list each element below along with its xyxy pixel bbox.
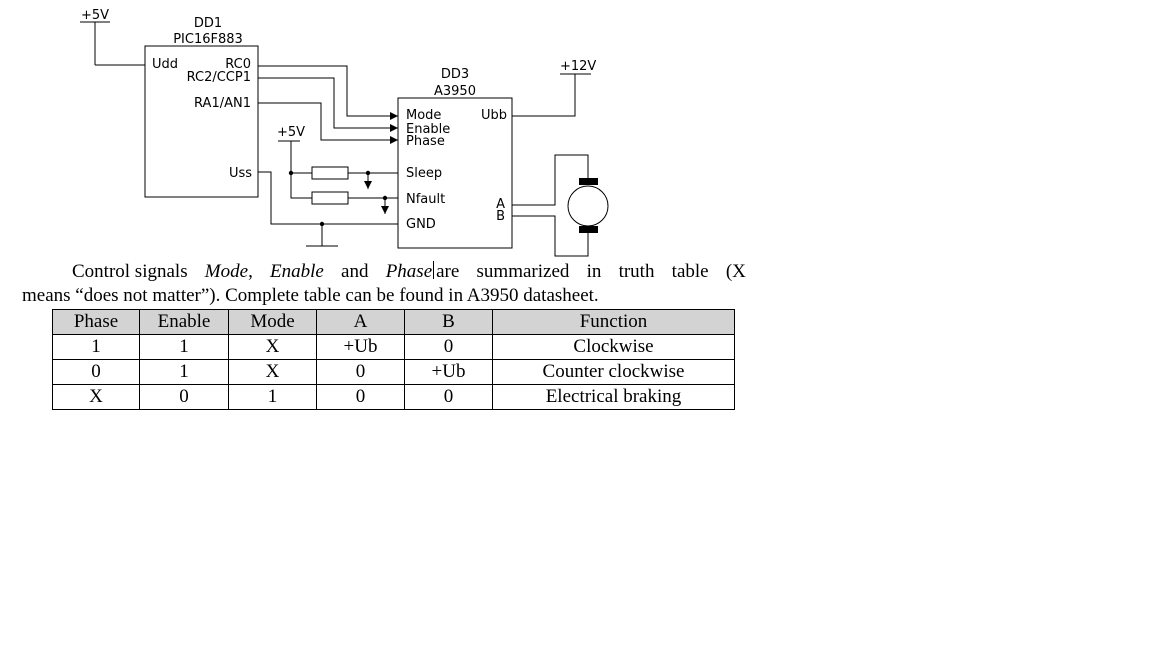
signal-mode: Mode bbox=[204, 261, 249, 282]
header-phase: Phase bbox=[52, 309, 140, 335]
header-function: Function bbox=[492, 309, 735, 335]
mcu-part-label: PIC16F883 bbox=[173, 32, 243, 47]
motor-vcc-label: +12V bbox=[560, 59, 596, 74]
pin-uss-label: Uss bbox=[229, 166, 252, 181]
pin-gnd-label: GND bbox=[406, 217, 436, 232]
mcu-ref-label: DD1 bbox=[194, 16, 222, 31]
table-cell: Clockwise bbox=[492, 334, 735, 360]
pin-nfault-label: Nfault bbox=[406, 192, 445, 207]
table-cell: 0 bbox=[404, 384, 493, 410]
pin-rc2-label: RC2/CCP1 bbox=[187, 70, 251, 85]
mcu-chip-body bbox=[144, 45, 259, 198]
table-cell: 0 bbox=[316, 359, 405, 385]
table-row: X 0 1 0 0 Electrical braking bbox=[52, 384, 735, 410]
word-and: and bbox=[341, 261, 369, 282]
signal-enable: Enable bbox=[270, 261, 324, 282]
pin-ra1-label: RA1/AN1 bbox=[194, 96, 251, 111]
pin-mode-label: Mode bbox=[406, 108, 441, 123]
text-cursor bbox=[433, 261, 435, 279]
resistor-nfault bbox=[311, 191, 349, 205]
table-cell: X bbox=[228, 334, 317, 360]
table-cell: +Ub bbox=[316, 334, 405, 360]
motor-driver-schematic: +5V DD1 PIC16F883 Udd RC0 RC2/CCP1 RA1/A… bbox=[80, 8, 609, 257]
resistor-sleep bbox=[311, 166, 349, 180]
table-cell: 0 bbox=[139, 384, 229, 410]
pin-ubb-label: Ubb bbox=[481, 108, 507, 123]
paragraph-intro: Control signals bbox=[72, 261, 188, 282]
pin-phase-label: Phase bbox=[406, 134, 445, 149]
table-cell: 1 bbox=[228, 384, 317, 410]
table-cell: Electrical braking bbox=[492, 384, 735, 410]
table-row: 1 1 X +Ub 0 Clockwise bbox=[52, 334, 735, 360]
header-mode: Mode bbox=[228, 309, 317, 335]
pin-udd-label: Udd bbox=[152, 57, 178, 72]
truth-table: Phase Enable Mode A B Function 1 1 X +Ub… bbox=[52, 309, 735, 410]
pin-rc0-label: RC0 bbox=[225, 57, 251, 72]
table-cell: X bbox=[228, 359, 317, 385]
mid-vcc-label: +5V bbox=[277, 125, 305, 140]
driver-ref-label: DD3 bbox=[441, 67, 469, 82]
table-cell: 1 bbox=[139, 334, 229, 360]
header-enable: Enable bbox=[139, 309, 229, 335]
motor-icon bbox=[567, 185, 609, 227]
pin-enable-label: Enable bbox=[406, 122, 450, 137]
pin-sleep-label: Sleep bbox=[406, 166, 442, 181]
table-cell: 0 bbox=[52, 359, 140, 385]
table-cell: X bbox=[52, 384, 140, 410]
table-cell: 0 bbox=[404, 334, 493, 360]
driver-part-label: A3950 bbox=[434, 84, 476, 99]
table-cell: Counter clockwise bbox=[492, 359, 735, 385]
pin-b-label: B bbox=[496, 209, 505, 224]
top-vcc-label: +5V bbox=[81, 8, 109, 23]
pin-a-label: A bbox=[496, 197, 505, 212]
table-row: 0 1 X 0 +Ub Counter clockwise bbox=[52, 359, 735, 385]
table-cell: 0 bbox=[316, 384, 405, 410]
table-cell: +Ub bbox=[404, 359, 493, 385]
header-a: A bbox=[316, 309, 405, 335]
signal-phase: Phase bbox=[385, 261, 433, 282]
table-header-row: Phase Enable Mode A B Function bbox=[52, 309, 735, 335]
table-cell: 1 bbox=[139, 359, 229, 385]
table-cell: 1 bbox=[52, 334, 140, 360]
header-b: B bbox=[404, 309, 493, 335]
paragraph-line-2: means “does not matter”). Complete table… bbox=[22, 285, 599, 306]
